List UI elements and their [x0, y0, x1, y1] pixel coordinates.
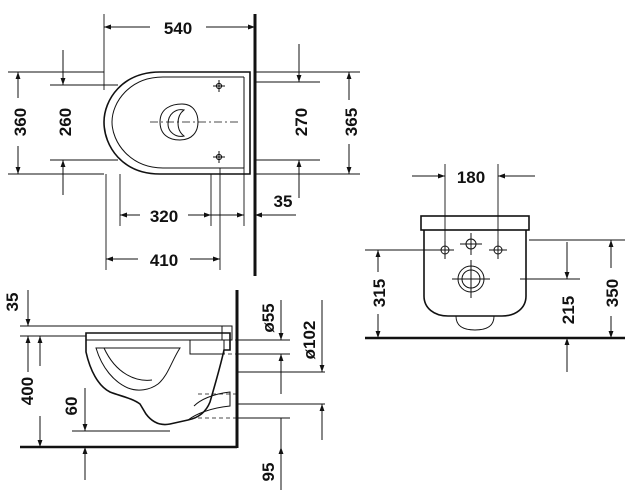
dim-410-label: 410: [150, 251, 178, 270]
dim-180-label: 180: [457, 168, 485, 187]
side-view: 35 400 60 ø55 ø102 95: [3, 290, 325, 490]
dim-365-label: 365: [342, 108, 361, 136]
top-view-fixing-holes: [213, 80, 225, 163]
dim-270-label: 270: [292, 108, 311, 136]
dim-360-label: 360: [11, 108, 30, 136]
dim-315-label: 315: [370, 279, 389, 307]
side-view-inner-bowl: [95, 347, 181, 391]
side-view-bowl-outline: [85, 332, 231, 426]
dim-dia102-label: ø102: [300, 321, 319, 360]
top-view-outlet: [167, 109, 186, 137]
front-view-outlet: [455, 315, 495, 331]
top-view: 540 360 260 270 365 320 3: [8, 14, 361, 276]
dim-35-label: 35: [274, 192, 293, 211]
top-view-seat-outline: [111, 76, 244, 169]
top-view-bowl-outline: [103, 71, 251, 175]
dim-260-label: 260: [56, 108, 75, 136]
front-view-holes: [436, 233, 507, 298]
side-view-outlet: [187, 391, 231, 421]
front-view-seat: [420, 215, 530, 231]
dim-dia55-label: ø55: [259, 303, 278, 332]
dim-540-label: 540: [164, 19, 192, 38]
dim-350-label: 350: [603, 279, 622, 307]
side-dim-400-label: 400: [18, 377, 37, 405]
dim-95-label: 95: [259, 463, 278, 482]
dim-215-label: 215: [559, 296, 578, 324]
side-view-seat: [85, 333, 228, 341]
side-dim-60-label: 60: [62, 397, 81, 416]
front-view: 180 315 215 350: [365, 164, 625, 372]
front-view-bowl: [423, 230, 527, 317]
dim-320-label: 320: [150, 207, 178, 226]
side-dim-35-label: 35: [3, 293, 22, 312]
